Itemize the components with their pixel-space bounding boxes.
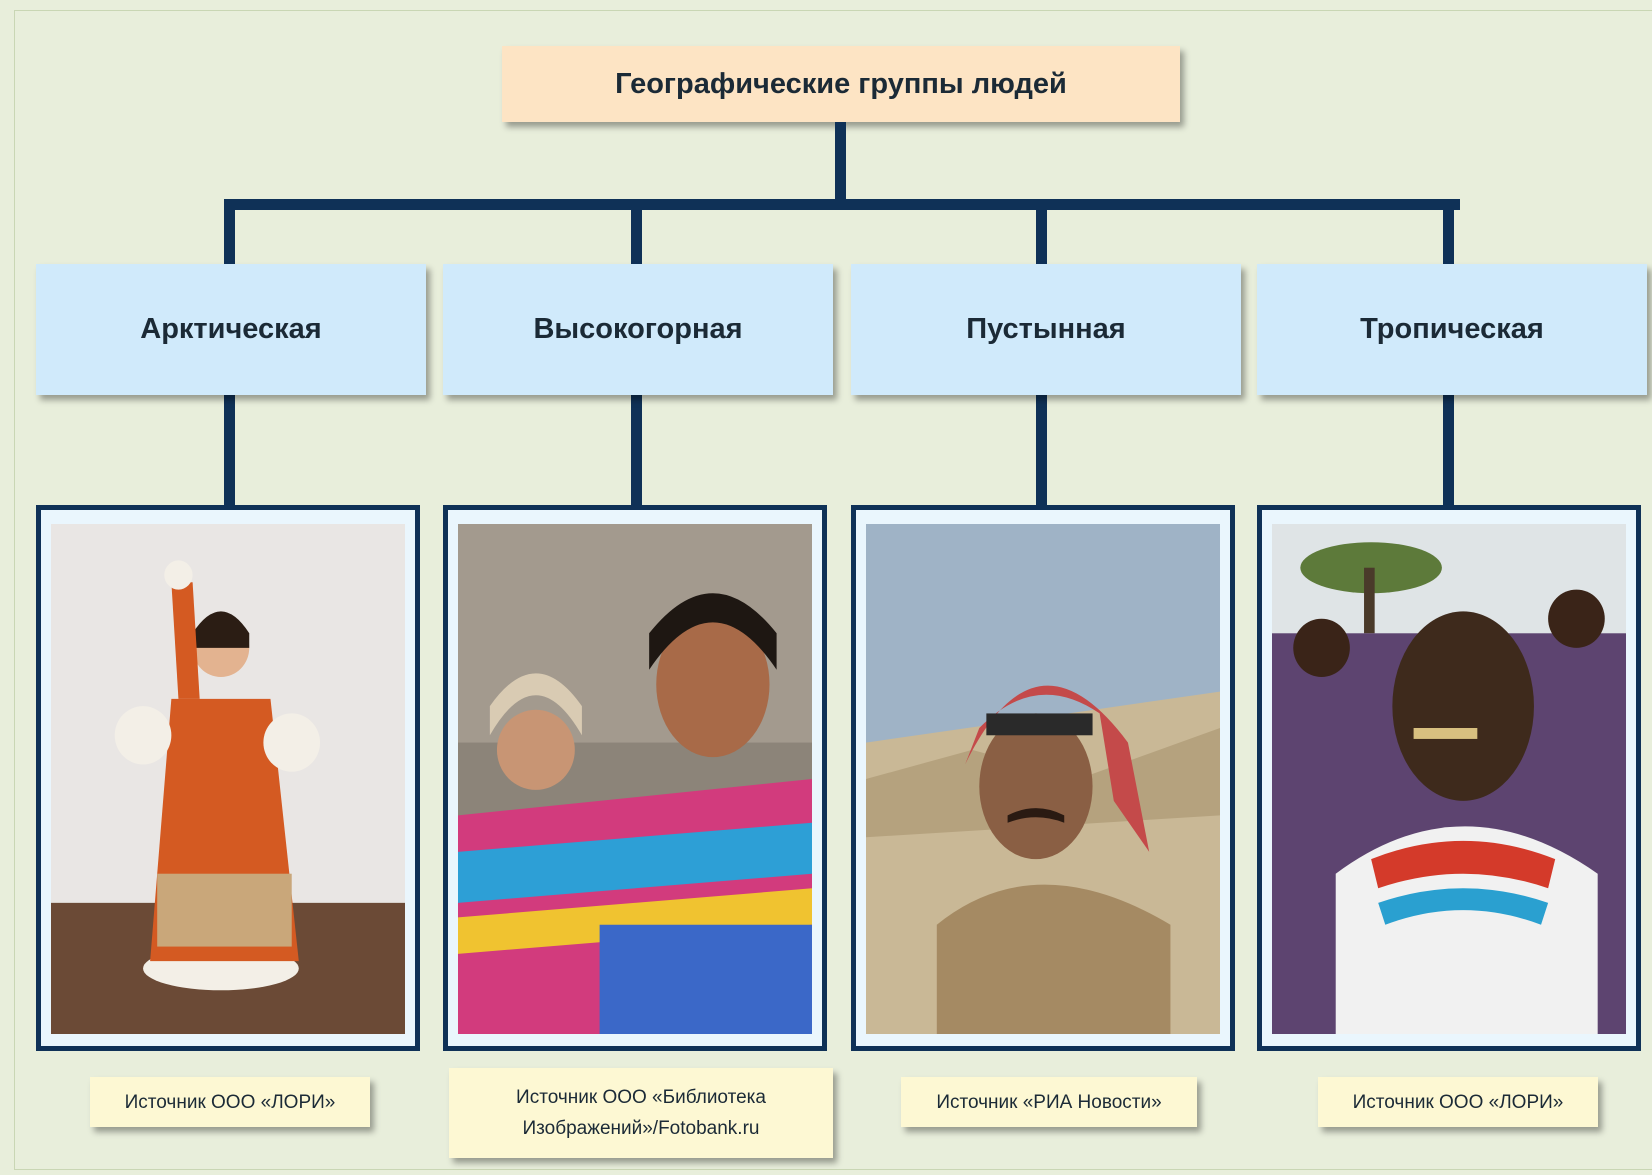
category-label: Пустынная — [966, 313, 1126, 345]
connector-drop-tropical — [1443, 199, 1454, 265]
connector-horizontal-bar — [224, 199, 1460, 210]
root-title: Географические группы людей — [615, 67, 1067, 100]
source-caption-tropical: Источник ООО «ЛОРИ» — [1318, 1077, 1598, 1127]
root-node: Географические группы людей — [502, 46, 1180, 122]
category-arctic: Арктическая — [36, 264, 426, 395]
photo-card-tropical — [1257, 505, 1641, 1051]
source-text: Источник ООО «ЛОРИ» — [124, 1091, 336, 1113]
photo-card-highland — [443, 505, 827, 1051]
connector-root-trunk — [835, 122, 846, 204]
connector-photo-tropical — [1443, 395, 1454, 507]
source-caption-highland: Источник ООО «Библиотека Изображений»/Fo… — [449, 1068, 833, 1158]
category-highland: Высокогорная — [443, 264, 833, 395]
connector-drop-highland — [631, 199, 642, 265]
source-text: Источник «РИА Новости» — [936, 1091, 1162, 1113]
connector-drop-arctic — [224, 199, 235, 265]
category-tropical: Тропическая — [1257, 264, 1647, 395]
photo-card-desert — [851, 505, 1235, 1051]
source-caption-arctic: Источник ООО «ЛОРИ» — [90, 1077, 370, 1127]
source-text: Источник ООО «Библиотека Изображений»/Fo… — [516, 1087, 766, 1139]
category-label: Высокогорная — [533, 313, 743, 345]
highland-mother-child-photo — [458, 524, 812, 1034]
source-text: Источник ООО «ЛОРИ» — [1352, 1091, 1564, 1113]
connector-photo-desert — [1036, 395, 1047, 507]
photo-card-arctic — [36, 505, 420, 1051]
connector-drop-desert — [1036, 199, 1047, 265]
source-caption-desert: Источник «РИА Новости» — [901, 1077, 1197, 1127]
desert-man-photo — [866, 524, 1220, 1034]
connector-photo-highland — [631, 395, 642, 507]
diagram-frame — [14, 10, 1652, 1170]
connector-photo-arctic — [224, 395, 235, 507]
category-label: Тропическая — [1360, 313, 1544, 345]
category-desert: Пустынная — [851, 264, 1241, 395]
category-label: Арктическая — [140, 313, 322, 345]
arctic-woman-photo — [51, 524, 405, 1034]
tropical-woman-photo — [1272, 524, 1626, 1034]
